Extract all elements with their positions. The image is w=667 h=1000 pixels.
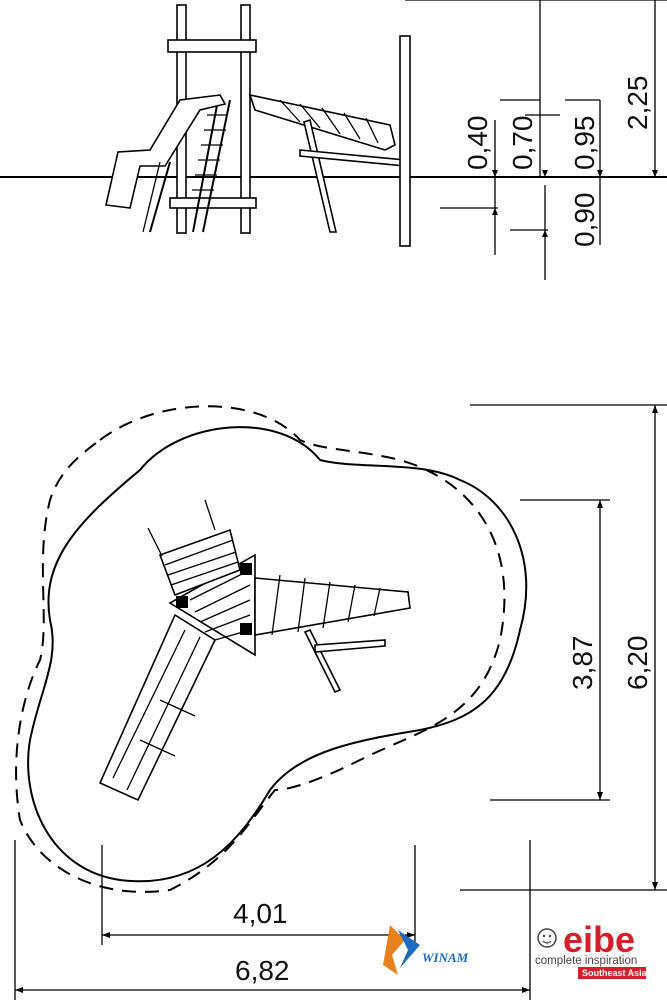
dim-0-40: 0,40 — [462, 116, 493, 171]
eibe-tagline: complete inspiration — [535, 955, 637, 967]
dim-6-82: 6,82 — [235, 955, 290, 986]
dim-4-01: 4,01 — [233, 898, 288, 929]
plan-view: 3,87 6,20 4,01 6,82 — [14, 404, 667, 1000]
elevation-view: 0,40 0,70 0,95 2,25 0,90 — [0, 0, 667, 280]
eibe-region: Southeast Asia — [582, 968, 648, 978]
eibe-wordmark: eibe — [563, 919, 635, 960]
dim-0-90: 0,90 — [569, 193, 600, 248]
bridge-plan — [254, 574, 411, 694]
single-post — [399, 35, 411, 247]
dim-6-20: 6,20 — [622, 636, 653, 691]
dim-2-25: 2,25 — [622, 76, 653, 131]
winam-text: WINAM — [422, 950, 469, 965]
climbing-bridge-side — [248, 35, 411, 247]
slide-plan — [98, 613, 217, 802]
winam-logo: WINAM — [383, 925, 469, 975]
safety-zone-outline — [27, 426, 528, 883]
ladder-plan — [147, 499, 241, 597]
slide-side — [105, 94, 227, 233]
fall-zone-outline — [15, 405, 506, 893]
plan-dimensions — [14, 404, 667, 1000]
dim-0-95: 0,95 — [569, 116, 600, 171]
dim-3-87: 3,87 — [567, 636, 598, 691]
dim-0-70: 0,70 — [507, 116, 538, 171]
eibe-region-band — [578, 967, 646, 979]
eibe-logo: eibe complete inspiration Southeast Asia — [535, 919, 648, 979]
elevation-dimensions — [405, 0, 667, 280]
